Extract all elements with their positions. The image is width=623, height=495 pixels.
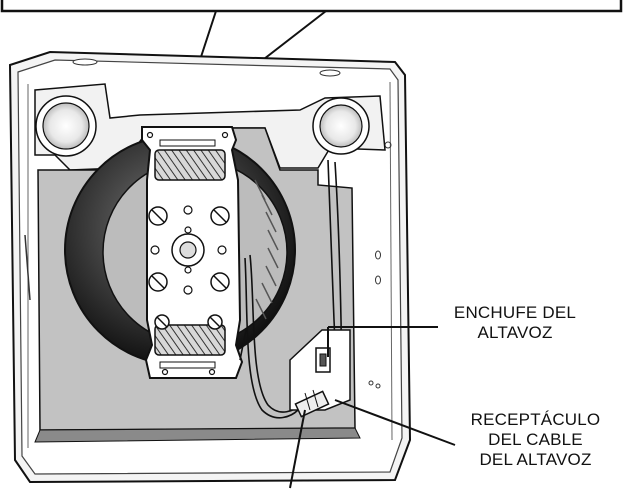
- receptacle-box: [289, 329, 351, 418]
- left-speaker: [35, 95, 97, 157]
- speaker-plug-label-line-1: ENCHUFE DEL: [453, 303, 577, 322]
- speaker-cable-receptacle-label: RECEPTÁCULO DEL CABLE DEL ALTAVOZ: [448, 410, 623, 470]
- receptacle-label-line-3: DEL ALTAVOZ: [479, 450, 592, 469]
- speaker-plug-label: ENCHUFE DEL ALTAVOZ: [440, 303, 590, 343]
- callout-lines: [289, 326, 456, 489]
- right-speaker: [312, 97, 370, 155]
- motor-mount-plate: [141, 126, 244, 379]
- speaker-plug-label-line-2: ALTAVOZ: [477, 323, 553, 342]
- receptacle-label-line-2: DEL CABLE: [488, 430, 583, 449]
- receptacle-label-line-1: RECEPTÁCULO: [470, 410, 601, 429]
